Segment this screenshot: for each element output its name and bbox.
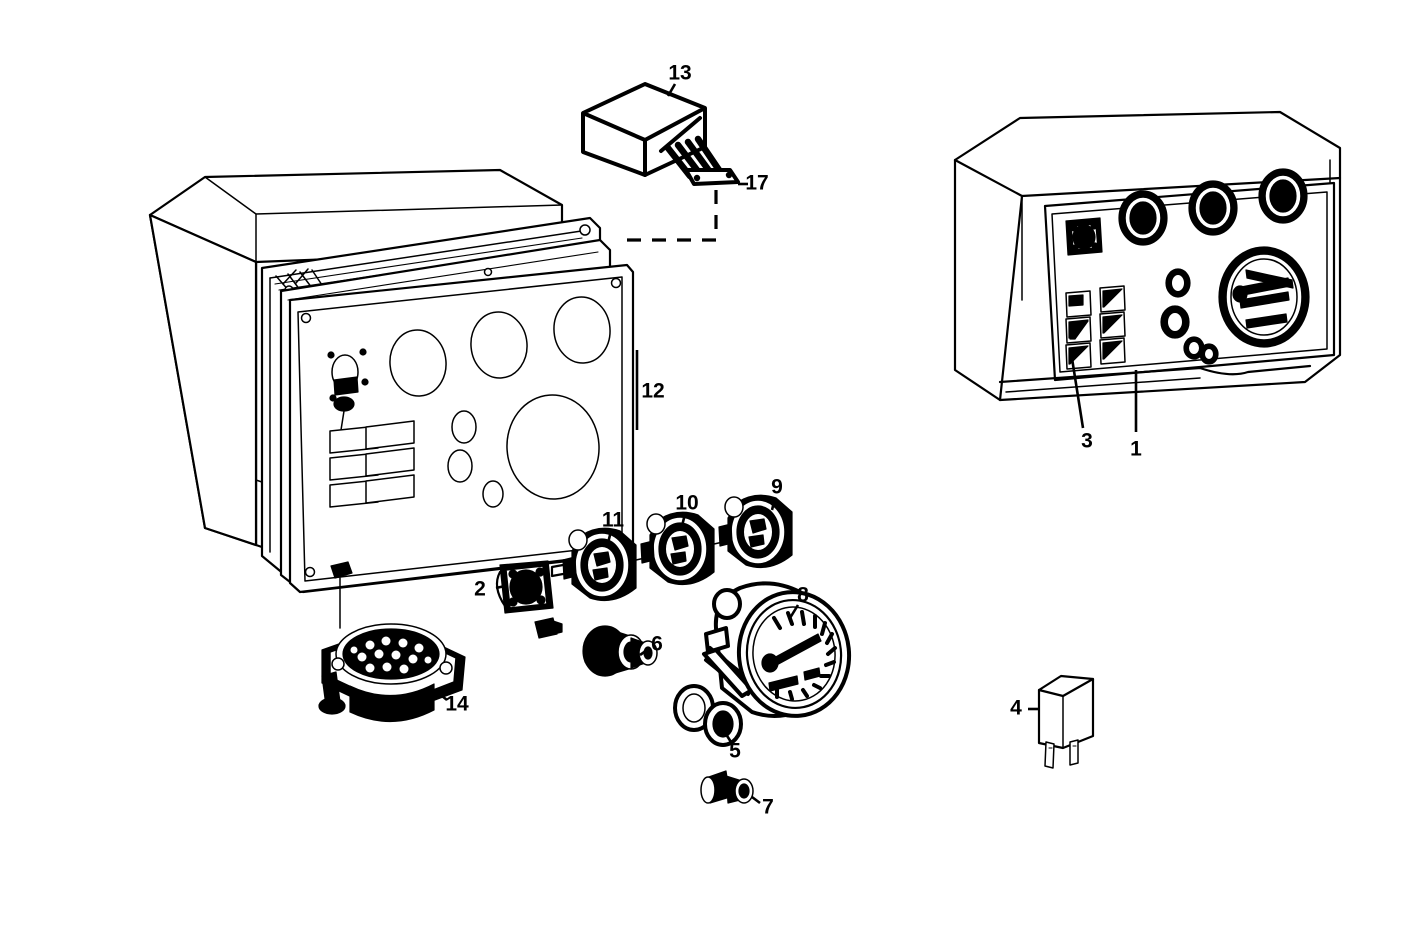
callout-11-gauge-small-left: 11 <box>602 509 625 532</box>
callout-7-indicator-bulb: 7 <box>762 796 774 819</box>
tachometer-scale <box>772 610 837 701</box>
cutout-warning-lamp-3 <box>482 480 504 508</box>
part-10-gauge <box>640 511 733 585</box>
leader-line-5 <box>720 727 733 743</box>
callout-1-instrument-panel-assembly-complete: 1 <box>1130 438 1142 461</box>
callout-9-gauge-small-right: 9 <box>771 476 783 499</box>
part-1-assembled-console <box>953 110 1342 402</box>
part-5-bulb-socket-grommets <box>673 684 743 747</box>
leader-line-11 <box>606 530 613 544</box>
faceplate-screw-hole <box>610 277 622 289</box>
leader-line-14 <box>436 690 448 702</box>
part-13-control-module-box <box>581 82 740 242</box>
console-gauge-1 <box>1118 190 1168 246</box>
tachometer-hub <box>761 653 779 673</box>
connector-pins <box>350 636 432 674</box>
faceplate-screw-hole <box>304 566 316 578</box>
callout-leader-lines <box>436 83 1138 805</box>
leader-line-7 <box>751 795 761 805</box>
part-12-face-plate <box>288 263 635 594</box>
callout-17-harness-plug-connector: 17 <box>745 172 768 195</box>
assembly-path-17 <box>620 190 718 242</box>
callout-14-multipin-connector-socket: 14 <box>445 693 469 716</box>
cutout-warning-lamp-1 <box>451 410 477 444</box>
leader-line-9 <box>770 497 777 511</box>
leader-line-10 <box>680 513 687 527</box>
gauge-stud-10 <box>646 513 666 535</box>
part-17-harness-plug <box>684 168 740 186</box>
callout-4-cube-relay: 4 <box>1010 697 1022 720</box>
part-8-tachometer <box>702 581 852 718</box>
part-3-rocker-switch-cluster <box>1065 285 1126 370</box>
callout-3-rocker-switch-cluster: 3 <box>1081 430 1093 453</box>
callout-10-gauge-small-center: 10 <box>675 492 698 515</box>
part-9-gauge <box>718 494 793 568</box>
callout-5-bulb-socket-grommets: 5 <box>729 740 741 763</box>
left-housing-assembly <box>148 168 635 629</box>
callout-13-control-module-box: 13 <box>668 62 691 85</box>
console-gauge-2 <box>1188 180 1238 236</box>
cutout-switch-4 <box>365 420 415 450</box>
gauge-stud-11 <box>568 529 588 551</box>
leader-line-13 <box>666 83 677 97</box>
gauge-stud-9 <box>724 496 744 518</box>
gauge-trio-9-10-11 <box>550 494 793 601</box>
relay-blade-left <box>1044 741 1055 769</box>
part-11-gauge <box>550 527 655 601</box>
cutout-warning-lamp-2 <box>447 449 473 483</box>
cutout-gauge-right <box>553 296 611 364</box>
console-gauge-3 <box>1258 168 1308 224</box>
part-14-multipin-connector <box>318 623 466 723</box>
faceplate-screw-hole <box>300 312 312 324</box>
part-6-lamp-holder <box>582 625 658 677</box>
leader-line-6 <box>639 646 651 657</box>
cutout-gauge-left <box>389 329 447 397</box>
tachometer-stud <box>712 588 742 620</box>
callout-2-square-flange-socket: 2 <box>474 578 486 601</box>
callout-8-tachometer-gauge: 8 <box>797 584 809 607</box>
leader-line-8 <box>788 604 800 619</box>
leader-line-3 <box>1069 351 1085 429</box>
cutout-gauge-center <box>470 311 528 379</box>
part-4-cube-relay <box>1037 674 1095 769</box>
cutout-switch-5 <box>365 447 415 477</box>
leader-line-2 <box>495 584 506 590</box>
cutout-knob <box>333 396 355 412</box>
faceplate-mounting-screw <box>330 561 353 629</box>
callout-12-instrument-face-plate: 12 <box>641 380 664 403</box>
part-7-indicator-bulb <box>700 770 754 804</box>
cutout-tachometer <box>506 394 600 500</box>
cutout-switch-6 <box>365 474 415 504</box>
relay-blade-right <box>1069 739 1079 766</box>
part-2-square-flange-socket <box>495 560 563 639</box>
callout-6-lamp-holder-assembly: 6 <box>651 633 663 656</box>
console-socket <box>1065 217 1103 256</box>
console-tachometer <box>1218 246 1310 348</box>
